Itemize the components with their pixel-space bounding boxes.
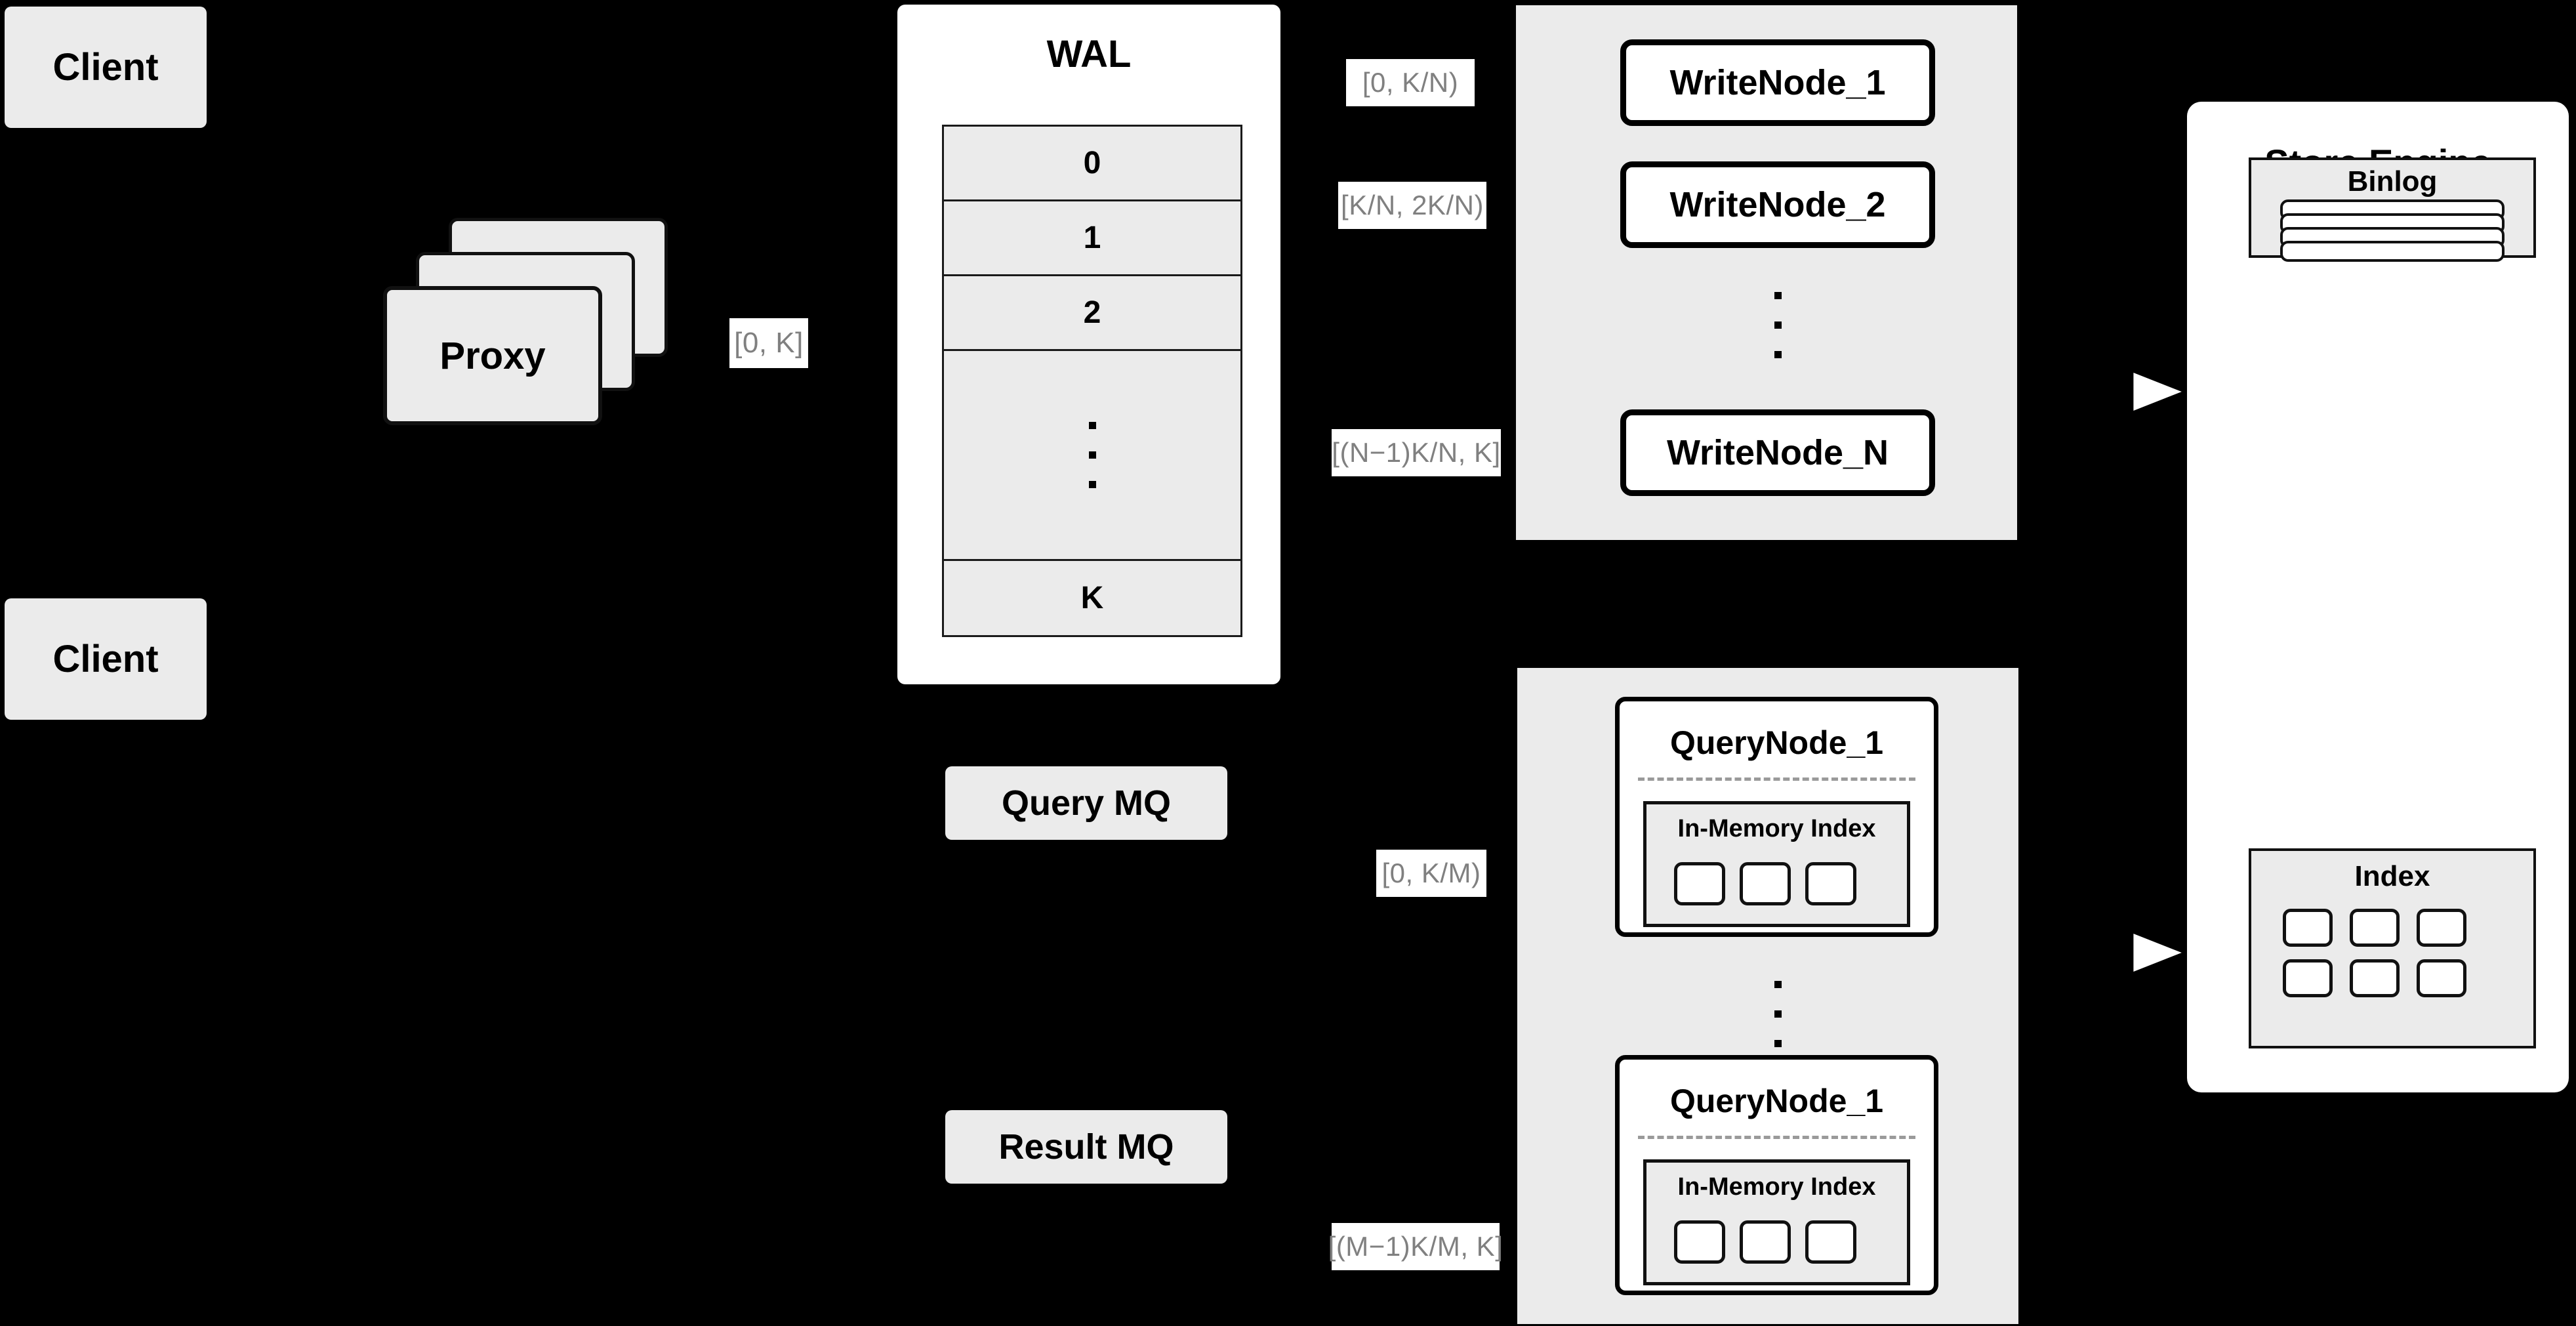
index-cell[interactable] [1674, 862, 1725, 905]
query-mq-box[interactable]: Query MQ [945, 766, 1227, 840]
wal-row[interactable]: 0 [944, 127, 1240, 201]
proxy-range-tag: [0, K] [729, 318, 808, 368]
querynode-separator [1638, 777, 1915, 781]
proxy-range-tag-text: [0, K] [734, 327, 804, 359]
query-mq-label: Query MQ [1001, 783, 1172, 823]
index-cell[interactable] [1805, 1220, 1856, 1264]
wal-row-label: K [1080, 581, 1104, 615]
index-cell[interactable] [2417, 909, 2466, 947]
result-mq-label: Result MQ [998, 1127, 1174, 1167]
binlog-title: Binlog [2347, 165, 2438, 197]
index-cell[interactable] [2283, 909, 2333, 947]
wal-row-label: 2 [1083, 295, 1101, 330]
wal-row-label: 1 [1083, 220, 1101, 255]
proxy-label: Proxy [440, 334, 546, 377]
range-tag-text: [K/N, 2K/N) [1341, 190, 1484, 220]
wal-row[interactable]: 1 [944, 201, 1240, 276]
store-engine-panel: Store Engine Binlog Index [2187, 102, 2569, 1092]
binlog-row[interactable] [2280, 241, 2504, 262]
client-box-1[interactable]: Client [5, 7, 207, 128]
in-memory-index-title: In-Memory Index [1677, 815, 1876, 842]
index-cell[interactable] [1805, 862, 1856, 905]
in-memory-index-box: In-Memory Index [1643, 801, 1910, 927]
writenode-label: WriteNode_N [1666, 433, 1889, 472]
index-title: Index [2354, 860, 2430, 892]
querynode-title: QueryNode_1 [1669, 724, 1884, 761]
writenode-ellipsis [1748, 262, 1807, 387]
in-memory-index-box: In-Memory Index [1643, 1159, 1910, 1285]
wal-row[interactable]: K [944, 561, 1240, 635]
index-cell[interactable] [2350, 959, 2400, 997]
result-mq-box[interactable]: Result MQ [945, 1110, 1227, 1184]
binlog-panel: Binlog [2249, 157, 2536, 262]
index-cell[interactable] [2283, 959, 2333, 997]
querynode-separator [1638, 1136, 1915, 1139]
client-label: Client [52, 46, 159, 89]
index-cell[interactable] [2417, 959, 2466, 997]
range-tag-text: [0, K/M) [1381, 858, 1481, 888]
range-tag-text: [(M−1)K/M, K] [1328, 1231, 1503, 1262]
writenode-label: WriteNode_1 [1669, 63, 1886, 102]
index-cell[interactable] [1674, 1220, 1725, 1264]
writenode-1-range-tag: [0, K/N) [1346, 59, 1475, 106]
querynode-title: QueryNode_1 [1669, 1083, 1884, 1119]
writenode-2-card[interactable]: WriteNode_2 [1620, 161, 1935, 248]
wal-row[interactable]: 2 [944, 276, 1240, 351]
wal-title: WAL [1046, 33, 1132, 75]
writenode-2-range-tag: [K/N, 2K/N) [1338, 182, 1486, 229]
wal-row-ellipsis [944, 351, 1240, 561]
querynode-1-card[interactable]: QueryNode_1 In-Memory Index [1615, 697, 1938, 937]
writenode-1-card[interactable]: WriteNode_1 [1620, 39, 1935, 126]
querynode-2-range-tag: [(M−1)K/M, K] [1328, 1223, 1503, 1270]
writenode-label: WriteNode_2 [1669, 185, 1886, 224]
wal-table: 0 1 2 K [942, 125, 1242, 637]
proxy-card-front[interactable]: Proxy [383, 286, 602, 425]
client-box-2[interactable]: Client [5, 598, 207, 720]
index-cell[interactable] [1740, 1220, 1791, 1264]
in-memory-index-title: In-Memory Index [1677, 1173, 1876, 1201]
range-tag-text: [(N−1)K/N, K] [1332, 437, 1501, 468]
writenode-n-range-tag: [(N−1)K/N, K] [1332, 429, 1501, 476]
index-cell[interactable] [1740, 862, 1791, 905]
client-label: Client [52, 638, 159, 680]
querynode-ellipsis [1748, 951, 1807, 1076]
index-panel: Index [2249, 848, 2536, 1048]
querynode-1-range-tag: [0, K/M) [1376, 850, 1486, 897]
writenode-n-card[interactable]: WriteNode_N [1620, 409, 1935, 496]
wal-panel: WAL 0 1 2 K [897, 5, 1280, 684]
wal-row-label: 0 [1083, 146, 1101, 180]
querynode-2-card[interactable]: QueryNode_1 In-Memory Index [1615, 1055, 1938, 1295]
range-tag-text: [0, K/N) [1362, 67, 1459, 98]
index-cell[interactable] [2350, 909, 2400, 947]
